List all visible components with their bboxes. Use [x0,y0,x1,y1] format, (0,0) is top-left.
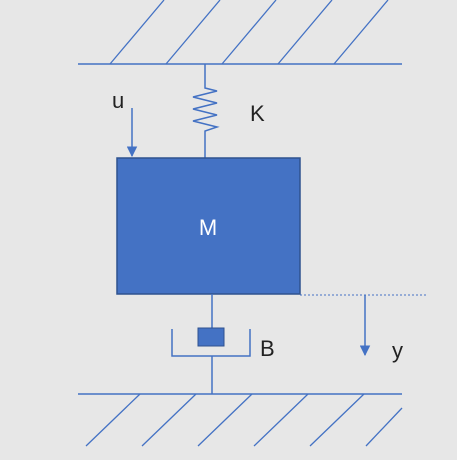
spring-label: K [250,101,265,126]
mass-block [116,157,301,295]
damper-cylinder [171,329,251,357]
displacement-label: y [392,338,403,363]
bottom-ground-hatching [85,393,403,447]
top-ground [78,0,402,65]
damper [171,294,251,394]
force-label: u [112,88,124,113]
damper-piston [197,327,225,347]
mass-label: M [199,215,217,240]
damper-label: B [260,336,275,361]
bottom-ground [78,393,403,447]
spring [192,64,220,158]
top-ground-hatching [109,0,389,65]
